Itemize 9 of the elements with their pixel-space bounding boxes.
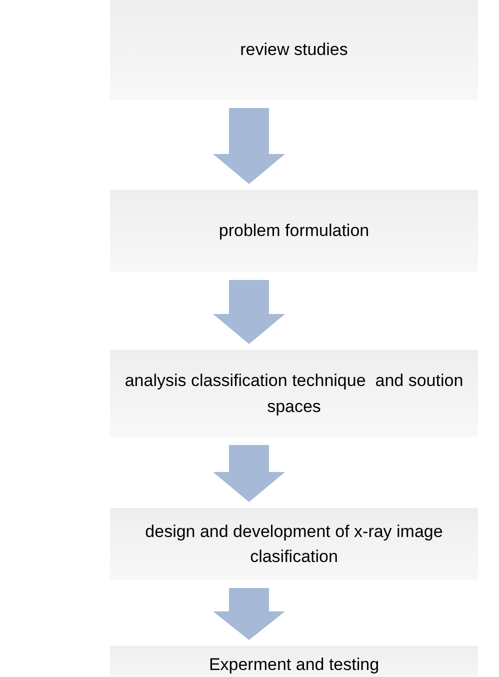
step-text: analysis classification technique and soution spaces [124, 370, 464, 418]
step-text: design and development of x-ray image clasification [144, 520, 444, 568]
step-text: review studies [240, 39, 348, 62]
step-text: problem formulation [218, 220, 370, 242]
block-arrow [213, 588, 285, 640]
step-text: Experment and testing [208, 654, 380, 676]
block-arrow [213, 108, 285, 184]
block-arrow [213, 280, 285, 344]
block-arrow [213, 445, 285, 502]
